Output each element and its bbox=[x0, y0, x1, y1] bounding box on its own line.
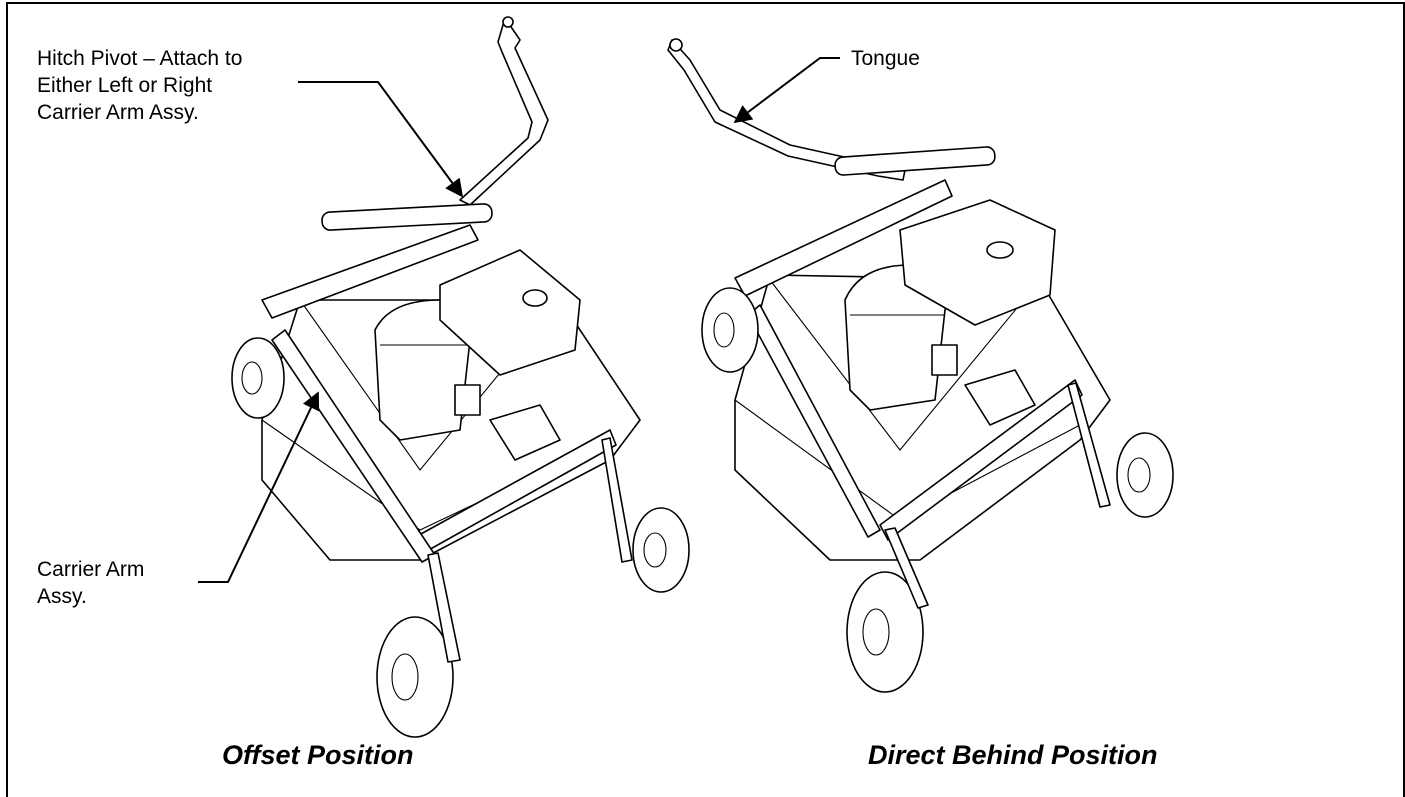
figure-frame bbox=[6, 2, 1405, 797]
offset-mower-drawing bbox=[231, 16, 690, 738]
leader-lines bbox=[198, 57, 840, 583]
carrier-arm-label: Carrier Arm Assy. bbox=[37, 556, 144, 610]
tongue-leader bbox=[733, 57, 840, 124]
direct-behind-mower-drawing bbox=[667, 38, 1174, 693]
hitch-pivot-label: Hitch Pivot – Attach to Either Left or R… bbox=[37, 45, 242, 126]
direct-behind-position-caption: Direct Behind Position bbox=[868, 740, 1158, 770]
carrier-arm-line-2: Assy. bbox=[37, 585, 87, 608]
hitch-pivot-leader bbox=[298, 81, 464, 198]
tongue-label: Tongue bbox=[851, 47, 920, 70]
hitch-pivot-line-1: Hitch Pivot – Attach to bbox=[37, 47, 243, 70]
carrier-arm-leader bbox=[198, 391, 320, 583]
hitch-pivot-line-2: Either Left or Right bbox=[37, 74, 213, 97]
offset-position-caption: Offset Position bbox=[222, 740, 414, 770]
carrier-arm-line-1: Carrier Arm bbox=[37, 558, 145, 581]
hitch-pivot-line-3: Carrier Arm Assy. bbox=[37, 101, 199, 124]
